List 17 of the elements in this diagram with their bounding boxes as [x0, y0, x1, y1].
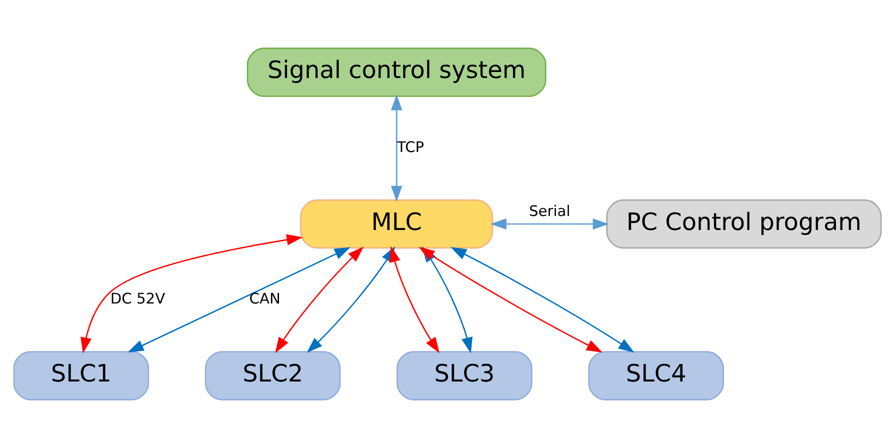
node-box: PC Control program — [606, 199, 882, 249]
arrow — [490, 218, 609, 230]
arrow — [80, 234, 303, 354]
arrow — [128, 247, 350, 352]
arrow — [391, 94, 402, 202]
node-box: MLC — [300, 199, 494, 249]
arrow — [275, 246, 364, 354]
edge-label: Serial — [528, 202, 570, 220]
edge-label: DC 52V — [110, 290, 166, 308]
edge-label: CAN — [249, 290, 280, 308]
node-box: SLC3 — [396, 351, 532, 400]
node-box: SLC2 — [204, 351, 341, 400]
node-box: SLC1 — [13, 351, 150, 400]
arrow — [450, 247, 634, 353]
node-box: Signal control system — [246, 48, 546, 97]
node-box: SLC4 — [588, 351, 724, 400]
edge-label: TCP — [397, 138, 424, 156]
